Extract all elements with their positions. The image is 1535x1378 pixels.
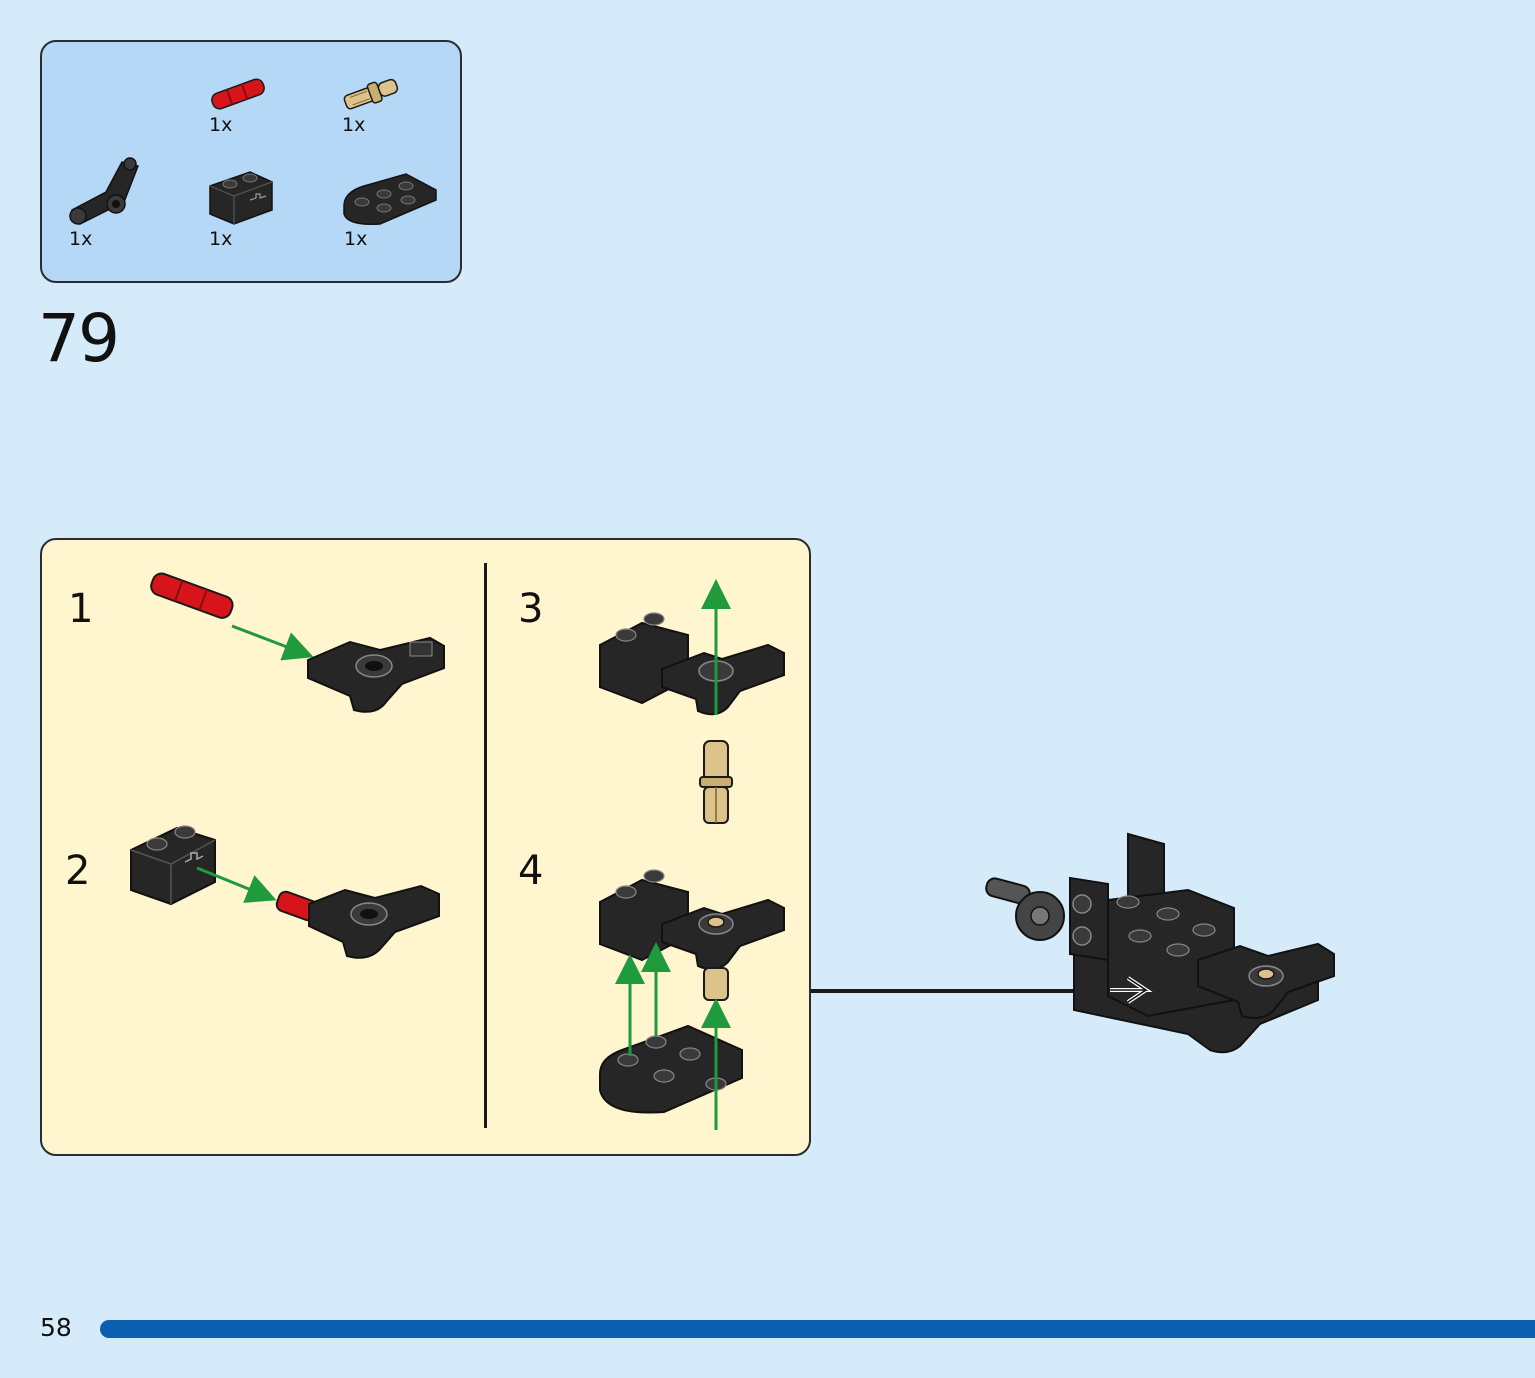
page-number: 58 (40, 1313, 72, 1342)
angle-connector-icon (69, 157, 140, 225)
substep-4-number: 4 (518, 848, 544, 894)
tan-pin-part (340, 74, 402, 114)
callout-connector-line (811, 989, 1146, 993)
round-plate-icon (343, 173, 437, 226)
technic-brick-icon (209, 171, 273, 225)
red-axle-pin-icon (211, 78, 265, 110)
substep-4-illustration (599, 869, 785, 1130)
sub-assembly-divider (484, 563, 487, 1128)
substep-3-illustration (599, 579, 785, 824)
technic-brick-qty: 1x (209, 228, 233, 250)
substep-3-number: 3 (518, 586, 544, 632)
red-axle-pin-qty: 1x (209, 114, 233, 136)
substep-2-number: 2 (65, 848, 91, 894)
round-plate-qty: 1x (344, 228, 368, 250)
tan-pin-qty: 1x (342, 114, 366, 136)
parts-list-panel: 1x 1x 1x (40, 40, 462, 283)
step-number: 79 (38, 300, 120, 377)
substep-1-number: 1 (68, 586, 94, 632)
red-axle-pin-part (207, 74, 269, 114)
substep-1-illustration (150, 572, 445, 713)
main-assembly-illustration (985, 832, 1335, 1054)
round-plate-part (340, 166, 440, 230)
progress-bar (100, 1320, 1535, 1338)
substep-2-illustration (130, 825, 440, 959)
tan-pin-icon (343, 78, 399, 110)
angle-connector-qty: 1x (69, 228, 93, 250)
technic-brick-part (206, 164, 276, 228)
angle-connector-part (66, 152, 146, 232)
